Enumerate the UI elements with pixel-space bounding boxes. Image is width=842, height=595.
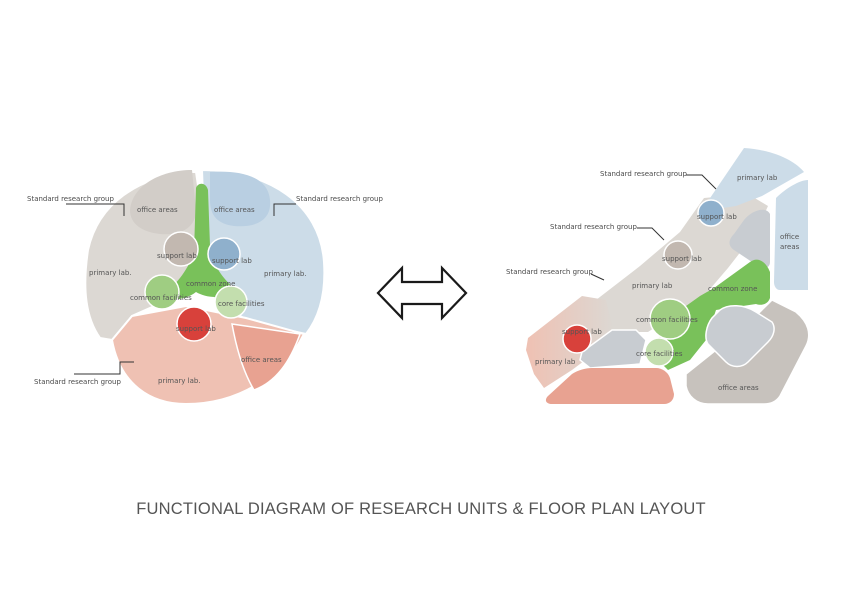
label-primary-blue: primary lab. (264, 270, 307, 278)
label-right-support-blue: support lab (697, 213, 737, 221)
label-primary-pink: primary lab. (158, 377, 201, 385)
common-zone-green (656, 259, 770, 370)
slate-block-lower-right (705, 305, 775, 368)
left-functional-diagram: Standard research group Standard researc… (27, 168, 383, 406)
support-lab-red-circle (562, 324, 592, 354)
label-right-office-blue-line2: areas (780, 243, 800, 251)
label-common-facilities: common facilities (130, 294, 192, 302)
office-areas-salmon (231, 323, 302, 391)
office-areas-blue (210, 171, 271, 227)
support-lab-red (176, 306, 212, 342)
common-zone (160, 183, 236, 300)
label-group-top-right: Standard research group (296, 195, 383, 203)
leader-line-bottom-left (74, 361, 134, 375)
label-right-common-facilities: common facilities (636, 316, 698, 324)
page-title: FUNCTIONAL DIAGRAM OF RESEARCH UNITS & F… (136, 500, 706, 518)
support-lab-blue-circle (697, 199, 725, 227)
label-right-office-grey: office areas (718, 384, 759, 392)
office-areas-grey (130, 170, 196, 235)
label-right-office-blue-line1: office (780, 233, 799, 241)
office-areas-blue-strip (774, 180, 808, 290)
label-primary-grey: primary lab. (89, 269, 132, 277)
office-areas-salmon-bar (545, 368, 674, 404)
label-office-grey: office areas (137, 206, 178, 214)
double-arrow-icon (376, 265, 468, 321)
label-right-core-facilities: core facilities (636, 350, 683, 358)
label-office-salmon: office areas (241, 356, 282, 364)
leader-line-right-bottom (590, 273, 605, 281)
support-lab-grey (163, 231, 199, 267)
label-right-primary-blue: primary lab (737, 174, 778, 182)
support-lab-grey-circle (663, 240, 693, 270)
leader-line-right-top (686, 174, 717, 190)
label-support-grey: support lab (157, 252, 197, 260)
common-facilities-circle-right (649, 298, 691, 340)
label-right-common-zone: common zone (708, 285, 757, 293)
leader-line-top-right (273, 203, 296, 216)
common-facilities-circle (144, 274, 180, 310)
support-lab-blue (207, 237, 241, 271)
label-office-blue: office areas (214, 206, 255, 214)
zone-blue-primary-lab (706, 148, 804, 210)
label-common-zone: common zone (186, 280, 235, 288)
right-floor-plan: Standard research group Standard researc… (506, 148, 810, 405)
label-right-group-top: Standard research group (600, 170, 687, 178)
label-group-bottom-left: Standard research group (34, 378, 121, 386)
leader-line-top-left (66, 203, 125, 216)
label-core-facilities: core facilities (218, 300, 265, 308)
label-right-primary-grey: primary lab (632, 282, 673, 290)
label-right-support-red: support lab (562, 328, 602, 336)
label-support-red: support lab (176, 325, 216, 333)
leader-line-right-middle (637, 227, 665, 241)
label-group-top-left: Standard research group (27, 195, 114, 203)
slate-block-upper (729, 209, 770, 269)
slate-block-lower-left (579, 329, 647, 369)
label-right-group-bottom: Standard research group (506, 268, 593, 276)
label-support-blue: support lab (212, 257, 252, 265)
core-facilities-circle-right (644, 337, 674, 367)
core-facilities-circle (214, 285, 248, 319)
label-right-support-grey: support lab (662, 255, 702, 263)
label-right-group-middle: Standard research group (550, 223, 637, 231)
label-right-primary-pink: primary lab (535, 358, 576, 366)
